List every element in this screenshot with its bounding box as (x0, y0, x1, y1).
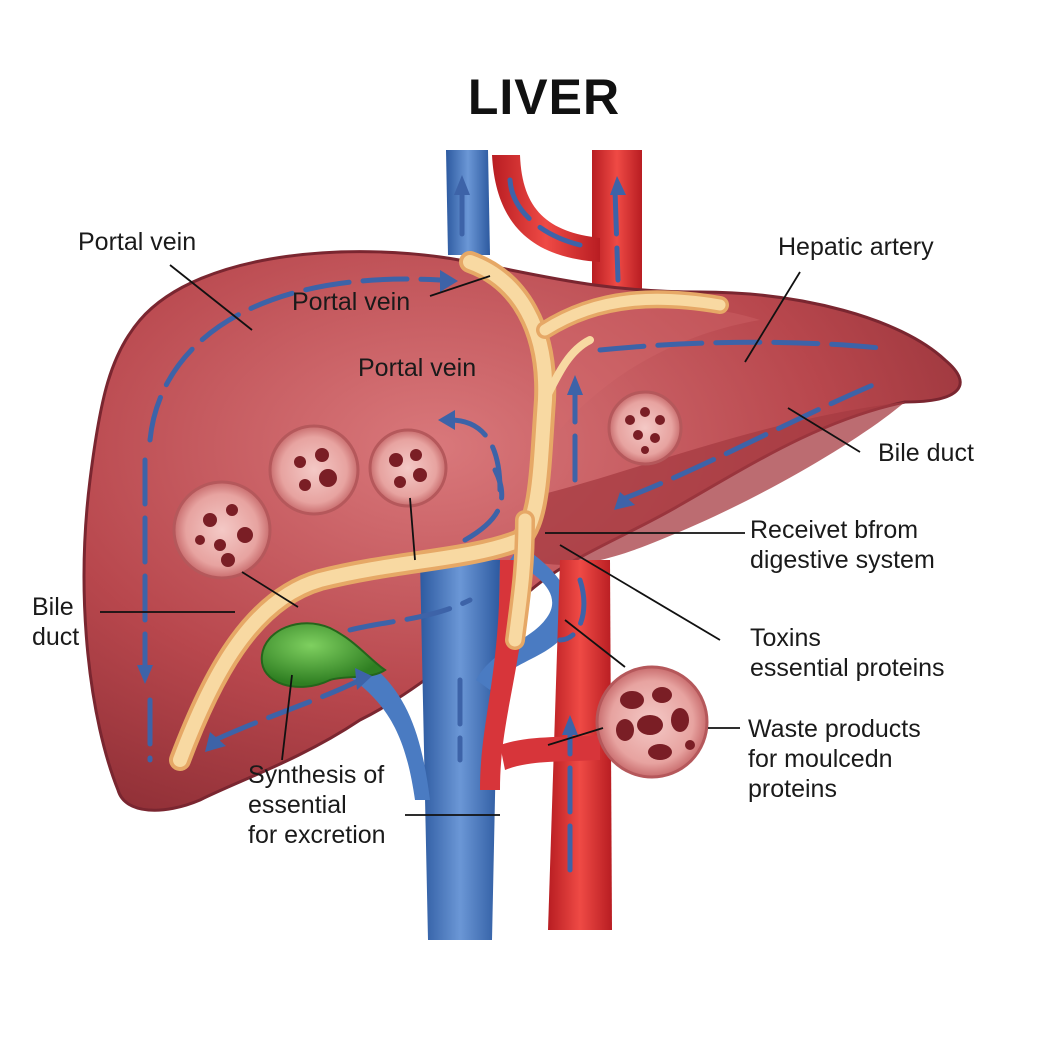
label-bile-duct-right: Bile duct (878, 438, 974, 468)
label-synthesis-line1: Synthesis of (248, 760, 384, 790)
aorta-bottom (480, 560, 612, 930)
label-portal-vein-1: Portal vein (78, 227, 196, 257)
label-synthesis-line2: essential (248, 790, 347, 820)
label-toxins-line2: essential proteins (750, 653, 945, 683)
label-receive-line2: digestive system (750, 545, 935, 575)
lobule-1 (174, 482, 270, 578)
vena-cava-top (446, 150, 490, 255)
label-receive-line1: Receivet bfrom (750, 515, 918, 545)
lobule-2 (270, 426, 358, 514)
label-synthesis-line3: for excretion (248, 820, 386, 850)
lobule-4 (609, 392, 681, 464)
label-bile-duct-left-line1: Bile (32, 592, 74, 622)
label-toxins-line1: Toxins (750, 623, 821, 653)
lobule-3 (370, 430, 446, 506)
label-bile-duct-left-line2: duct (32, 622, 79, 652)
diagram-title: LIVER (0, 68, 1048, 126)
label-hepatic-artery: Hepatic artery (778, 232, 934, 262)
label-waste-line3: proteins (748, 774, 837, 804)
label-portal-vein-3: Portal vein (358, 353, 476, 383)
label-waste-line1: Waste products (748, 714, 921, 744)
label-waste-line2: for moulcedn (748, 744, 893, 774)
lobule-5 (597, 667, 707, 777)
label-portal-vein-2: Portal vein (292, 287, 410, 317)
